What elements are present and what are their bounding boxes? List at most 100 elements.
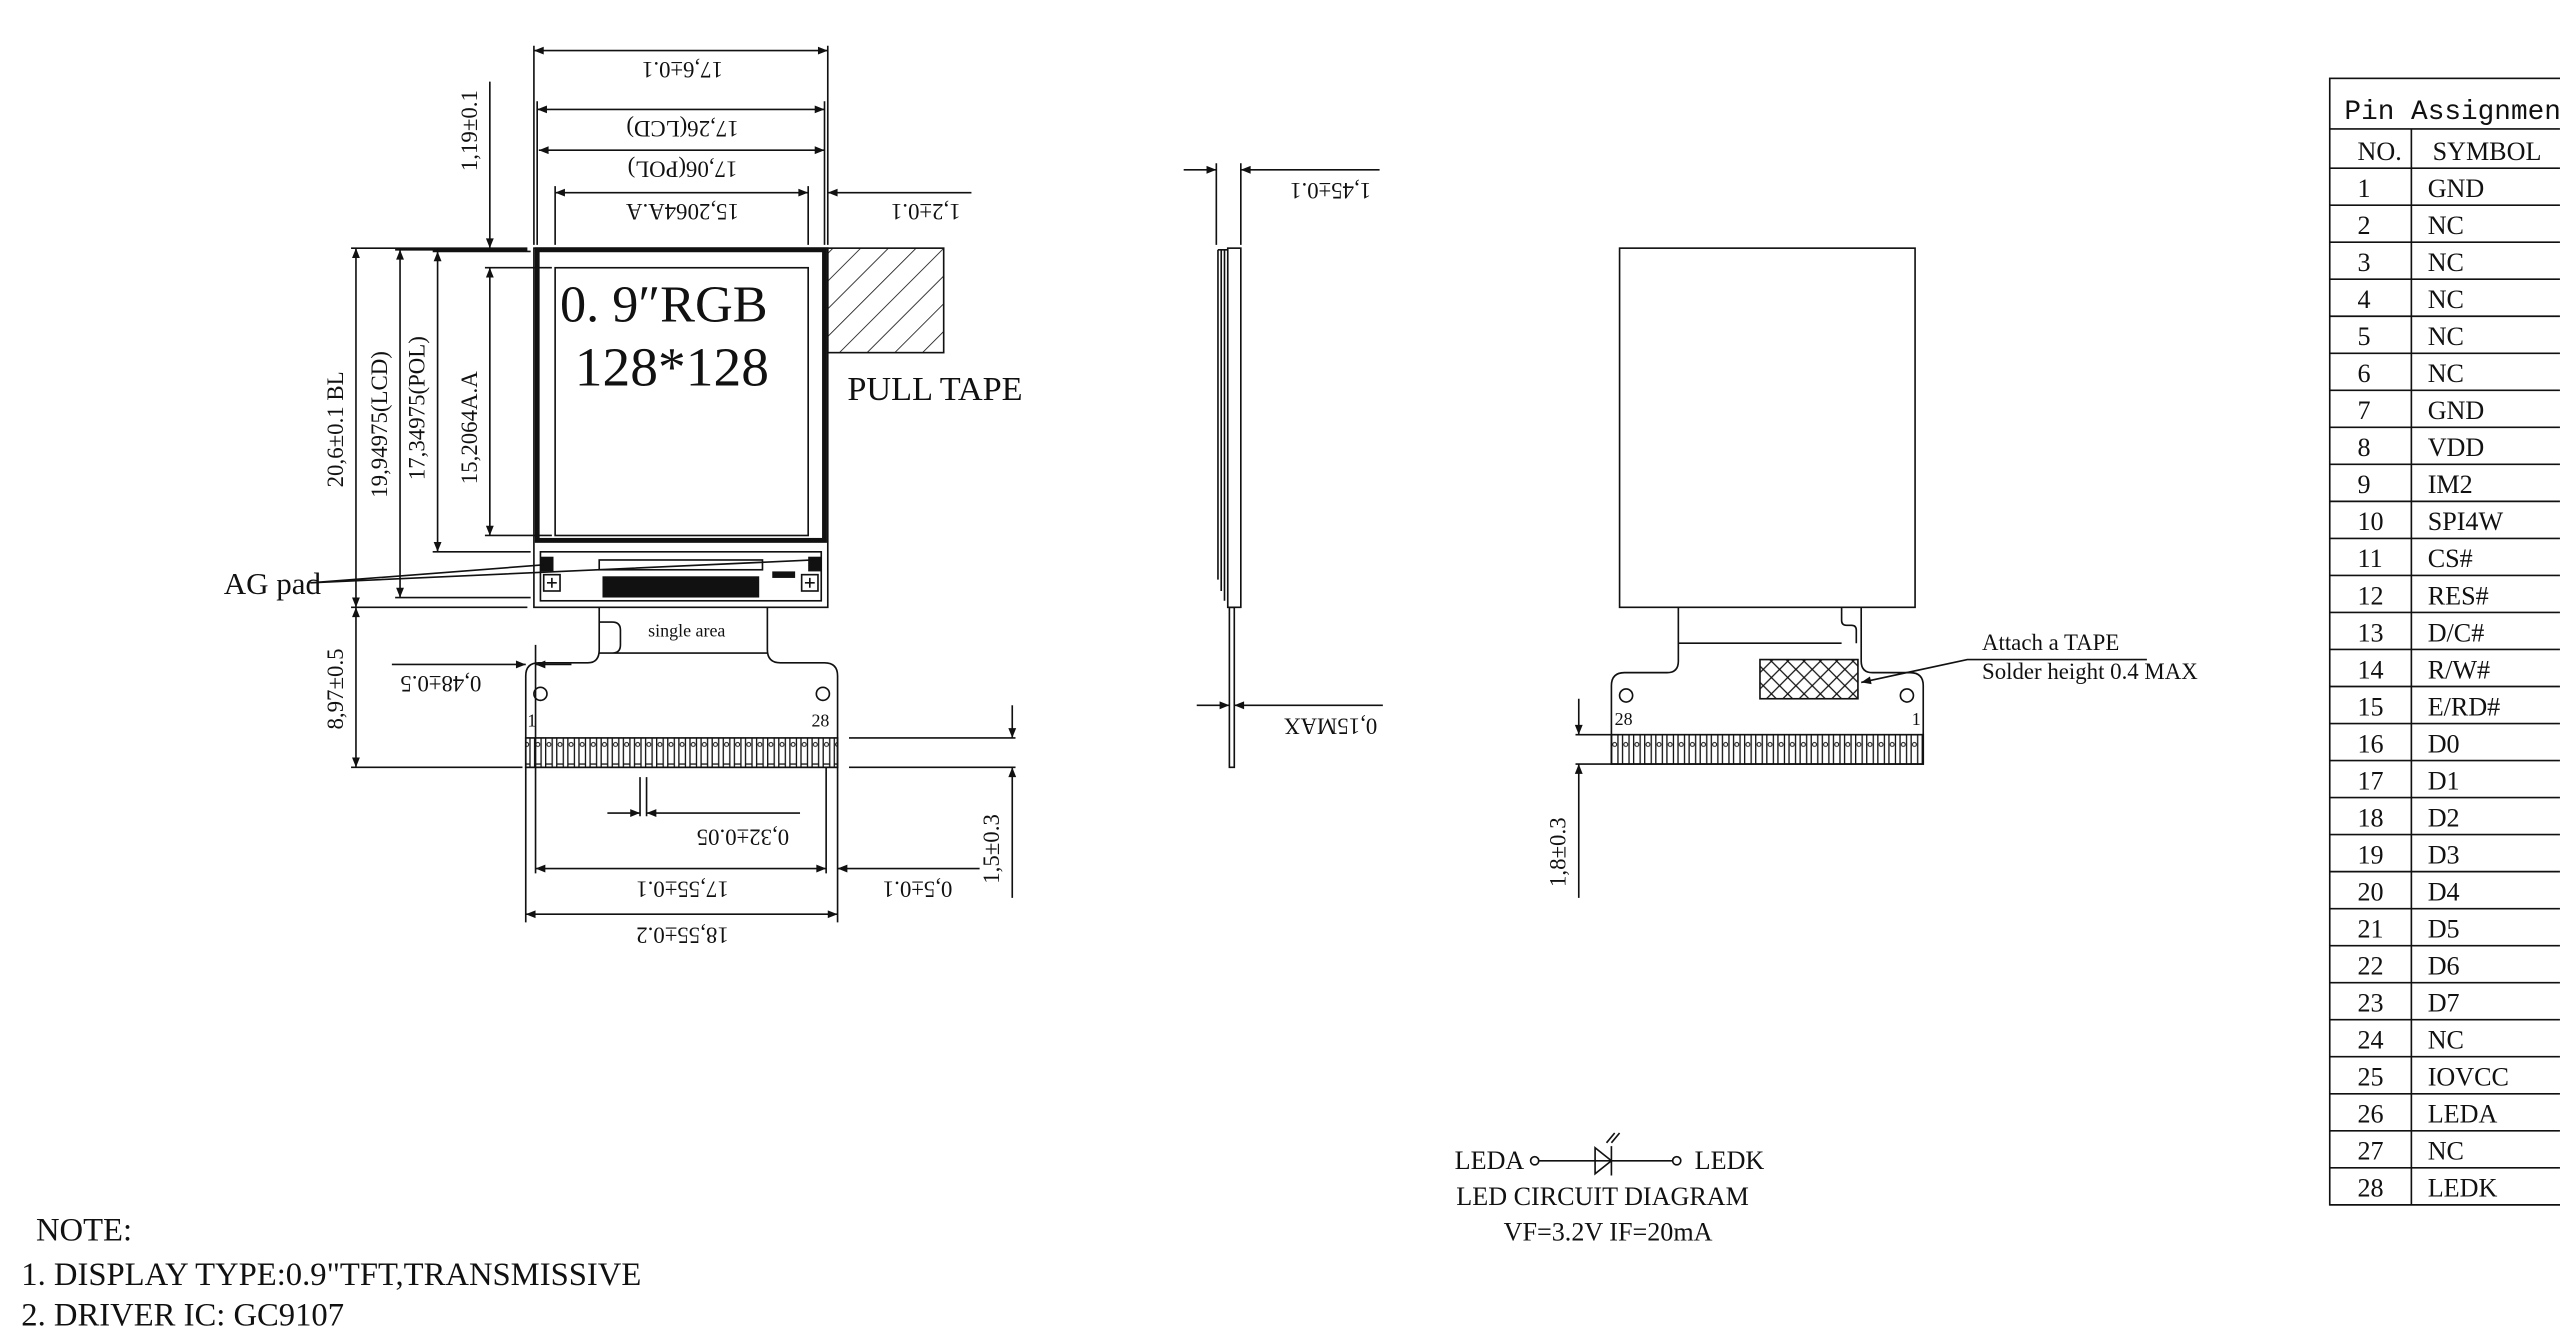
table-row: 25 IOVCC xyxy=(2329,1063,2560,1095)
pin-number: 2 xyxy=(2358,211,2371,240)
pin-symbol: SPI4W xyxy=(2428,507,2504,536)
pin-symbol: VDD xyxy=(2428,433,2485,462)
dim-pin-pitch: 0,32±0.05 xyxy=(697,824,790,849)
lcd-outline xyxy=(534,247,827,543)
side-fpc xyxy=(1228,606,1236,769)
dim-bl-height: 20,6±0.1 BL xyxy=(323,371,348,487)
pin-28-marker: 28 xyxy=(811,710,829,730)
back-view: 28 1 Attach a TAPE Solder height 0.4 MAX… xyxy=(1546,247,2198,898)
pin-symbol: D6 xyxy=(2428,952,2460,981)
single-area-label: single area xyxy=(648,621,725,641)
pin-symbol: CS# xyxy=(2428,544,2473,573)
pin-1-marker: 1 xyxy=(527,710,536,730)
pin-number: 28 xyxy=(2358,1174,2384,1203)
led-circuit: LEDA LEDK LED CIRCUIT DIAGRAM VF=3.2V IF… xyxy=(1455,1132,1765,1247)
pin-symbol: LEDA xyxy=(2428,1100,2498,1129)
column-header-symbol: SYMBOL xyxy=(2433,137,2542,166)
table-row: 26 LEDA xyxy=(2329,1100,2560,1132)
dim-fpc-offset: 0,48±0.5 xyxy=(400,671,481,696)
led-diode-icon xyxy=(1594,1132,1621,1176)
dim-pin-margin: 0,5±0.1 xyxy=(883,877,953,902)
pin-number: 23 xyxy=(2358,989,2384,1018)
panel-size-label: 0. 9″RGB xyxy=(560,276,768,334)
pin-symbol: NC xyxy=(2428,211,2464,240)
pin-number: 13 xyxy=(2358,618,2384,647)
pin-number: 4 xyxy=(2358,285,2371,314)
pin-number: 25 xyxy=(2358,1063,2384,1092)
dim-pin-length: 1,5±0.3 xyxy=(979,814,1004,884)
dim-pin-span: 17,55±0.1 xyxy=(636,877,729,902)
fpc-gold-fingers xyxy=(524,737,839,769)
pull-tape-label: PULL TAPE xyxy=(847,370,1022,408)
dim-aa-width: 15,2064A.A xyxy=(626,199,739,224)
alignment-mark-left xyxy=(542,573,561,592)
table-row: 20 D4 xyxy=(2329,877,2560,910)
ag-pad-left xyxy=(540,556,554,572)
pin-symbol: D7 xyxy=(2428,989,2460,1018)
pin-number: 8 xyxy=(2358,433,2371,462)
ag-pad-right xyxy=(808,556,822,572)
active-area xyxy=(554,266,810,537)
panel-resolution-label: 128*128 xyxy=(575,337,769,398)
led-spec: VF=3.2V IF=20mA xyxy=(1504,1218,1713,1247)
pin-number: 26 xyxy=(2358,1100,2384,1129)
note-item: 1. DISPLAY TYPE:0.9"TFT,TRANSMISSIVE xyxy=(21,1257,641,1293)
back-pin-1-marker: 1 xyxy=(1912,709,1921,729)
pin-number: 1 xyxy=(2358,174,2371,203)
pin-number: 7 xyxy=(2358,396,2371,425)
test-pads xyxy=(772,571,796,578)
column-header-no: NO. xyxy=(2358,137,2402,166)
pin-number: 9 xyxy=(2358,470,2371,499)
pin-symbol: RES# xyxy=(2428,581,2489,610)
pin-symbol: D4 xyxy=(2428,877,2460,906)
pin-number: 24 xyxy=(2358,1026,2384,1055)
pin-number: 14 xyxy=(2358,655,2384,684)
pull-tape xyxy=(826,247,945,354)
solder-height-note: Solder height 0.4 MAX xyxy=(1982,659,2198,684)
table-row: 7 GND xyxy=(2329,396,2560,429)
pin-symbol: GND xyxy=(2428,396,2485,425)
note-item: 2. DRIVER IC: GC9107 xyxy=(21,1298,344,1333)
pin-symbol: IOVCC xyxy=(2428,1063,2509,1092)
pin-symbol: NC xyxy=(2428,359,2464,388)
pin-symbol: D1 xyxy=(2428,766,2460,795)
dim-lcd-height: 19,94975(LCD) xyxy=(367,351,392,498)
pin-symbol: LEDK xyxy=(2428,1174,2498,1203)
pin-symbol: D3 xyxy=(2428,840,2460,869)
pin-number: 20 xyxy=(2358,877,2384,906)
led-cathode-label: LEDK xyxy=(1695,1146,1765,1175)
dim-pol-height: 17,34975(POL) xyxy=(405,336,430,480)
tape-note: Attach a TAPE xyxy=(1982,630,2119,655)
pin-number: 5 xyxy=(2358,322,2371,351)
pin-number: 18 xyxy=(2358,803,2384,832)
table-row: 2 NC xyxy=(2329,211,2560,244)
ag-pad-label: AG pad xyxy=(224,566,322,601)
led-circuit-title: LED CIRCUIT DIAGRAM xyxy=(1456,1182,1749,1211)
fpc-connector xyxy=(602,576,760,598)
notes: NOTE: 1. DISPLAY TYPE:0.9"TFT,TRANSMISSI… xyxy=(21,1213,641,1333)
alignment-mark-right xyxy=(800,573,819,592)
back-pin-28-marker: 28 xyxy=(1615,709,1633,729)
side-view: 1,45±0.1 0,15MAX xyxy=(1183,163,1383,769)
pin-number: 22 xyxy=(2358,952,2384,981)
back-gold-fingers xyxy=(1610,733,1925,765)
led-anode-label: LEDA xyxy=(1455,1146,1525,1175)
pin-symbol: D5 xyxy=(2428,915,2460,944)
